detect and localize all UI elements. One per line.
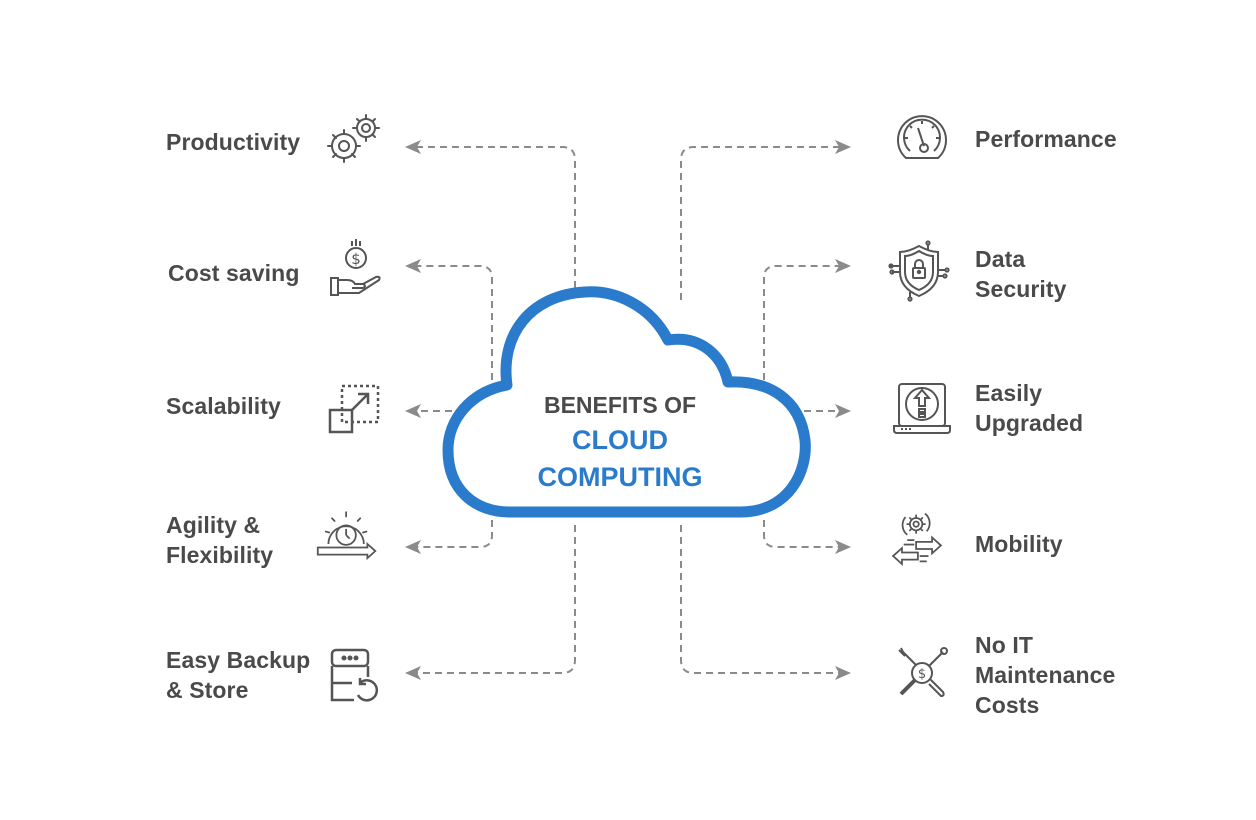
title-line-2: CLOUD bbox=[572, 425, 668, 455]
connector-cost-saving bbox=[410, 265, 493, 380]
benefit-label: Scalability bbox=[166, 393, 281, 419]
connector-agility bbox=[410, 520, 493, 548]
benefit-productivity: Productivity bbox=[166, 127, 300, 157]
resize-arrow-icon bbox=[322, 378, 384, 440]
server-restore-icon bbox=[322, 645, 384, 707]
connector-data-security bbox=[763, 265, 846, 380]
diagram-title: BENEFITS OF CLOUD COMPUTING bbox=[500, 388, 740, 496]
benefit-label: Productivity bbox=[166, 129, 301, 155]
benefit-label: Cost saving bbox=[168, 260, 300, 286]
shield-lock-icon bbox=[888, 240, 950, 302]
benefit-label: & Store bbox=[166, 677, 249, 703]
benefit-label: Upgraded bbox=[975, 410, 1084, 436]
benefit-easy-backup: Easy Backup & Store bbox=[166, 645, 310, 705]
benefit-no-it-maintenance: No IT Maintenance Costs bbox=[975, 630, 1115, 720]
benefit-label: Performance bbox=[975, 126, 1117, 152]
benefit-label: Flexibility bbox=[166, 542, 274, 568]
laptop-upgrade-icon bbox=[891, 380, 953, 442]
benefit-label: Easily bbox=[975, 380, 1043, 406]
connector-productivity bbox=[410, 146, 576, 300]
benefit-mobility: Mobility bbox=[975, 529, 1063, 559]
hand-coin-icon: $ bbox=[325, 238, 387, 300]
benefit-cost-saving: Cost saving bbox=[168, 258, 299, 288]
connector-no-it bbox=[680, 525, 846, 674]
benefit-label: Maintenance bbox=[975, 662, 1116, 688]
benefit-label: Security bbox=[975, 276, 1067, 302]
connector-backup bbox=[410, 525, 576, 674]
benefit-label: Mobility bbox=[975, 531, 1063, 557]
connector-performance bbox=[680, 146, 846, 300]
benefit-scalability: Scalability bbox=[166, 391, 281, 421]
title-line-3: COMPUTING bbox=[537, 462, 703, 492]
connector-mobility bbox=[763, 520, 846, 548]
tools-dollar-icon: $ bbox=[891, 642, 953, 704]
gears-icon bbox=[322, 110, 384, 172]
benefit-agility-flexibility: Agility & Flexibility bbox=[166, 510, 273, 570]
benefit-data-security: Data Security bbox=[975, 244, 1067, 304]
clock-gear-arrow-icon bbox=[316, 505, 378, 567]
svg-text:$: $ bbox=[918, 667, 926, 682]
title-line-1: BENEFITS OF bbox=[543, 392, 697, 418]
benefit-label: Data bbox=[975, 246, 1026, 272]
benefit-label: Easy Backup bbox=[166, 647, 311, 673]
svg-text:$: $ bbox=[351, 250, 361, 268]
benefit-label: Agility & bbox=[166, 512, 261, 538]
benefit-easily-upgraded: Easily Upgraded bbox=[975, 378, 1083, 438]
gear-transfer-icon bbox=[886, 510, 948, 572]
benefit-label: No IT bbox=[975, 632, 1033, 658]
benefit-label: Costs bbox=[975, 692, 1040, 718]
benefit-performance: Performance bbox=[975, 124, 1117, 154]
speedometer-icon bbox=[891, 108, 953, 170]
cloud-shape bbox=[442, 286, 811, 518]
